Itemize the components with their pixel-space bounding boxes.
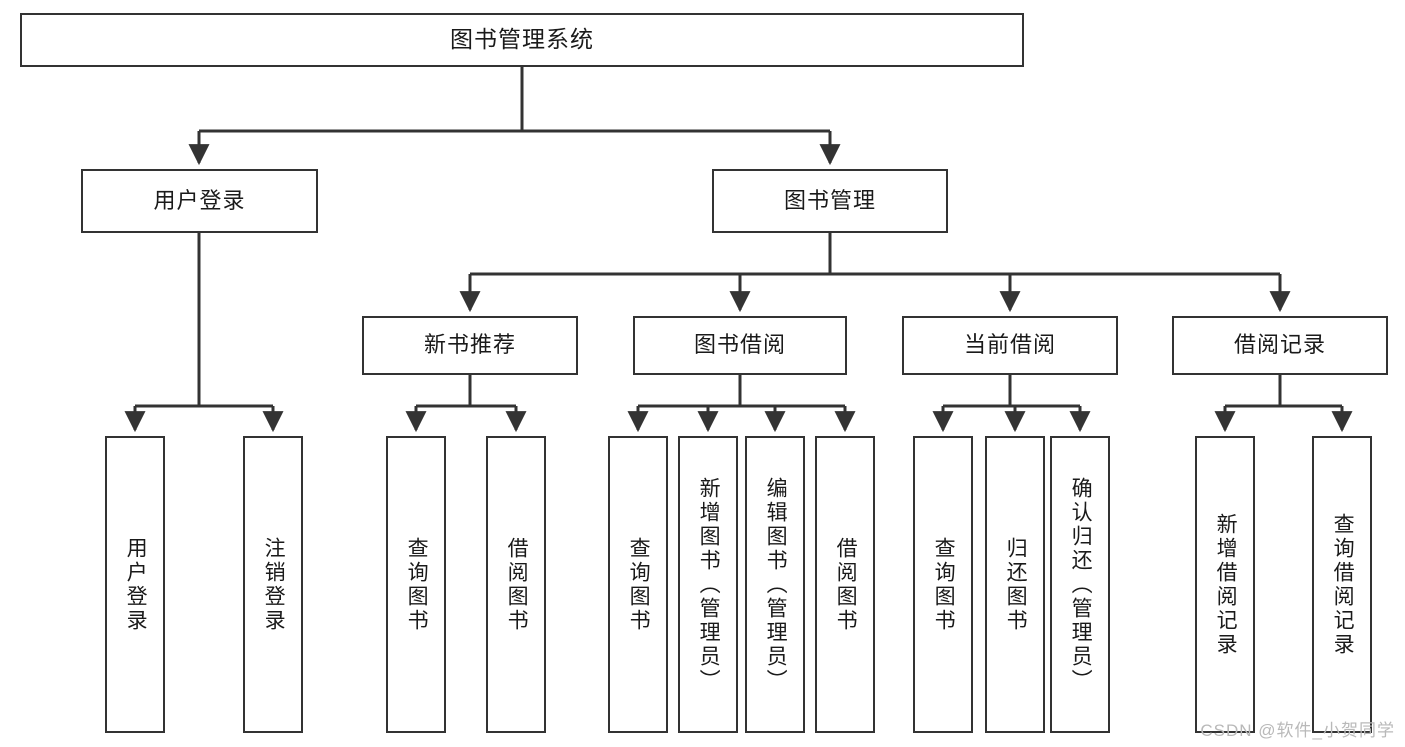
node-leaf-query-book-current[interactable]: 查询图书 — [913, 436, 973, 733]
node-book-management-label: 图书管理 — [783, 187, 876, 213]
node-book-borrow[interactable]: 图书借阅 — [633, 316, 847, 375]
node-leaf-query-borrow-record[interactable]: 查询借阅记录 — [1312, 436, 1372, 733]
node-leaf-query-book-borrow[interactable]: 查询图书 — [608, 436, 668, 733]
node-leaf-borrow-book[interactable]: 借阅图书 — [815, 436, 875, 733]
node-leaf-borrow-book-label: 借阅图书 — [834, 536, 858, 633]
node-leaf-confirm-return-admin[interactable]: 确认归还（管理员） — [1050, 436, 1110, 733]
node-leaf-query-book-rec-label: 查询图书 — [405, 536, 429, 633]
node-new-book-recommend[interactable]: 新书推荐 — [362, 316, 578, 375]
node-leaf-confirm-return-admin-label: 确认归还（管理员） — [1069, 476, 1093, 693]
node-leaf-edit-book-admin-label: 编辑图书（管理员） — [764, 476, 788, 693]
node-leaf-query-borrow-record-label: 查询借阅记录 — [1331, 512, 1355, 657]
node-user-login-label: 用户登录 — [153, 187, 246, 213]
node-leaf-borrow-book-rec[interactable]: 借阅图书 — [486, 436, 546, 733]
node-leaf-user-login[interactable]: 用户登录 — [105, 436, 165, 733]
node-leaf-add-borrow-record-label: 新增借阅记录 — [1214, 512, 1238, 657]
node-user-login[interactable]: 用户登录 — [81, 169, 318, 233]
node-root-label: 图书管理系统 — [450, 26, 594, 53]
node-leaf-user-logout-label: 注销登录 — [262, 536, 286, 633]
node-leaf-query-book-rec[interactable]: 查询图书 — [386, 436, 446, 733]
node-leaf-return-book[interactable]: 归还图书 — [985, 436, 1045, 733]
node-leaf-borrow-book-rec-label: 借阅图书 — [505, 536, 529, 633]
node-leaf-edit-book-admin[interactable]: 编辑图书（管理员） — [745, 436, 805, 733]
node-borrow-records-label: 借阅记录 — [1233, 332, 1326, 358]
node-book-management[interactable]: 图书管理 — [712, 169, 948, 233]
node-root[interactable]: 图书管理系统 — [20, 13, 1024, 67]
node-leaf-user-login-label: 用户登录 — [124, 536, 148, 633]
node-leaf-query-book-current-label: 查询图书 — [932, 536, 956, 633]
csdn-watermark: CSDN @软件_小贺同学 — [1200, 721, 1395, 740]
node-leaf-query-book-borrow-label: 查询图书 — [627, 536, 651, 633]
node-book-borrow-label: 图书借阅 — [693, 332, 786, 358]
node-leaf-return-book-label: 归还图书 — [1004, 536, 1028, 633]
node-current-borrow-label: 当前借阅 — [963, 332, 1056, 358]
node-leaf-user-logout[interactable]: 注销登录 — [243, 436, 303, 733]
node-new-book-recommend-label: 新书推荐 — [423, 332, 516, 358]
node-leaf-add-book-admin[interactable]: 新增图书（管理员） — [678, 436, 738, 733]
node-leaf-add-borrow-record[interactable]: 新增借阅记录 — [1195, 436, 1255, 733]
node-leaf-add-book-admin-label: 新增图书（管理员） — [697, 476, 721, 693]
node-borrow-records[interactable]: 借阅记录 — [1172, 316, 1388, 375]
node-current-borrow[interactable]: 当前借阅 — [902, 316, 1118, 375]
